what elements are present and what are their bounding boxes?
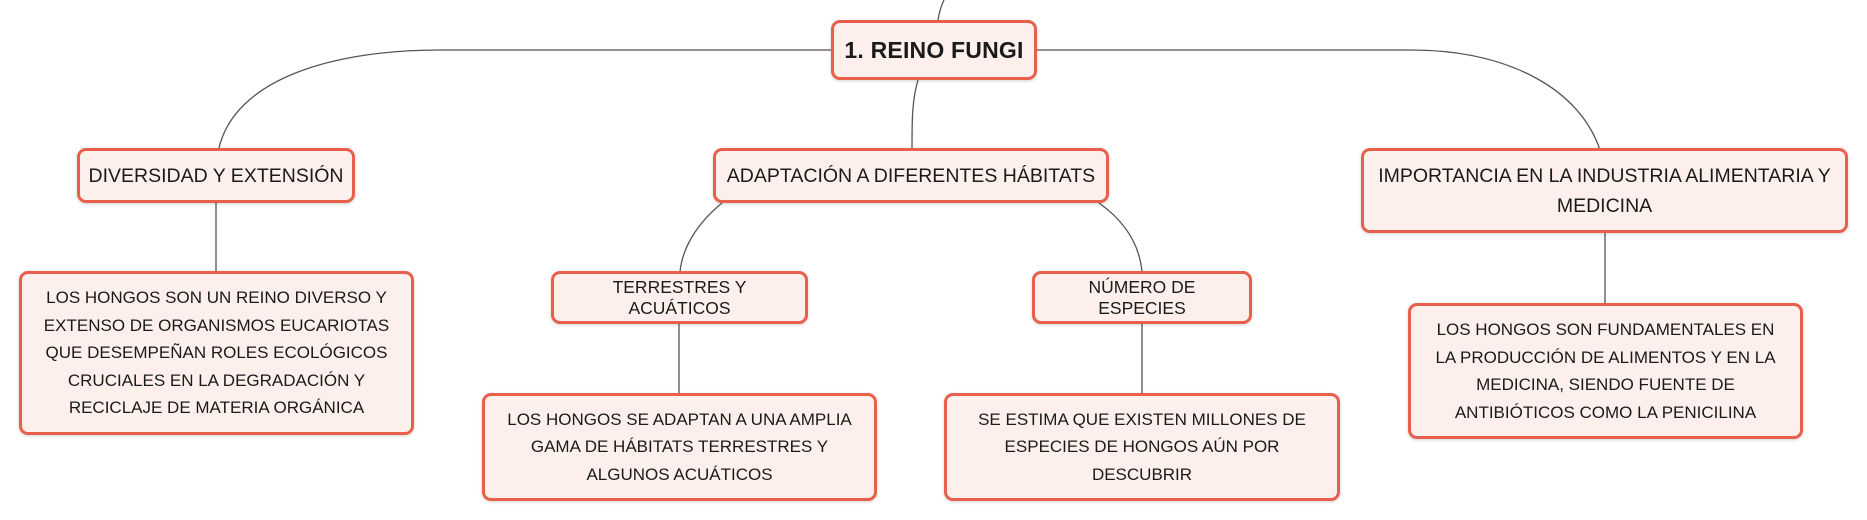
connector-parent-root [937, 0, 945, 21]
detail-diversidad-text: LOS HONGOS SON UN REINO DIVERSO Y EXTENS… [43, 288, 390, 418]
node-terrestres[interactable]: TERRESTRES Y ACUÁTICOS [551, 271, 808, 324]
root-node[interactable]: 1. REINO FUNGI [831, 20, 1037, 80]
node-especies[interactable]: NÚMERO DE ESPECIES [1032, 271, 1252, 324]
node-importancia-label: IMPORTANCIA EN LA INDUSTRIA ALIMENTARIA … [1378, 164, 1831, 217]
node-diversidad-label: DIVERSIDAD Y EXTENSIÓN [88, 164, 344, 187]
detail-importancia-text: LOS HONGOS SON FUNDAMENTALES EN LA PRODU… [1435, 320, 1776, 422]
connector-root-diversidad [218, 49, 831, 149]
detail-especies-text: SE ESTIMA QUE EXISTEN MILLONES DE ESPECI… [978, 409, 1306, 484]
detail-especies[interactable]: SE ESTIMA QUE EXISTEN MILLONES DE ESPECI… [944, 393, 1340, 501]
node-diversidad[interactable]: DIVERSIDAD Y EXTENSIÓN [77, 148, 355, 203]
root-label: 1. REINO FUNGI [844, 36, 1024, 63]
connector-root-importancia [1036, 49, 1601, 151]
node-adaptacion-label: ADAPTACIÓN A DIFERENTES HÁBITATS [726, 164, 1096, 187]
connector-adaptacion-especies [1098, 202, 1143, 273]
node-importancia[interactable]: IMPORTANCIA EN LA INDUSTRIA ALIMENTARIA … [1361, 148, 1848, 233]
connector-root-adaptacion [911, 79, 919, 151]
detail-diversidad[interactable]: LOS HONGOS SON UN REINO DIVERSO Y EXTENS… [19, 271, 414, 435]
detail-importancia[interactable]: LOS HONGOS SON FUNDAMENTALES EN LA PRODU… [1408, 303, 1803, 439]
node-terrestres-label: TERRESTRES Y ACUÁTICOS [612, 276, 747, 318]
node-adaptacion[interactable]: ADAPTACIÓN A DIFERENTES HÁBITATS [713, 148, 1109, 203]
connector-adaptacion-terrestres [679, 202, 723, 273]
detail-terrestres[interactable]: LOS HONGOS SE ADAPTAN A UNA AMPLIA GAMA … [482, 393, 877, 501]
node-especies-label: NÚMERO DE ESPECIES [1088, 276, 1196, 318]
detail-terrestres-text: LOS HONGOS SE ADAPTAN A UNA AMPLIA GAMA … [507, 409, 852, 484]
